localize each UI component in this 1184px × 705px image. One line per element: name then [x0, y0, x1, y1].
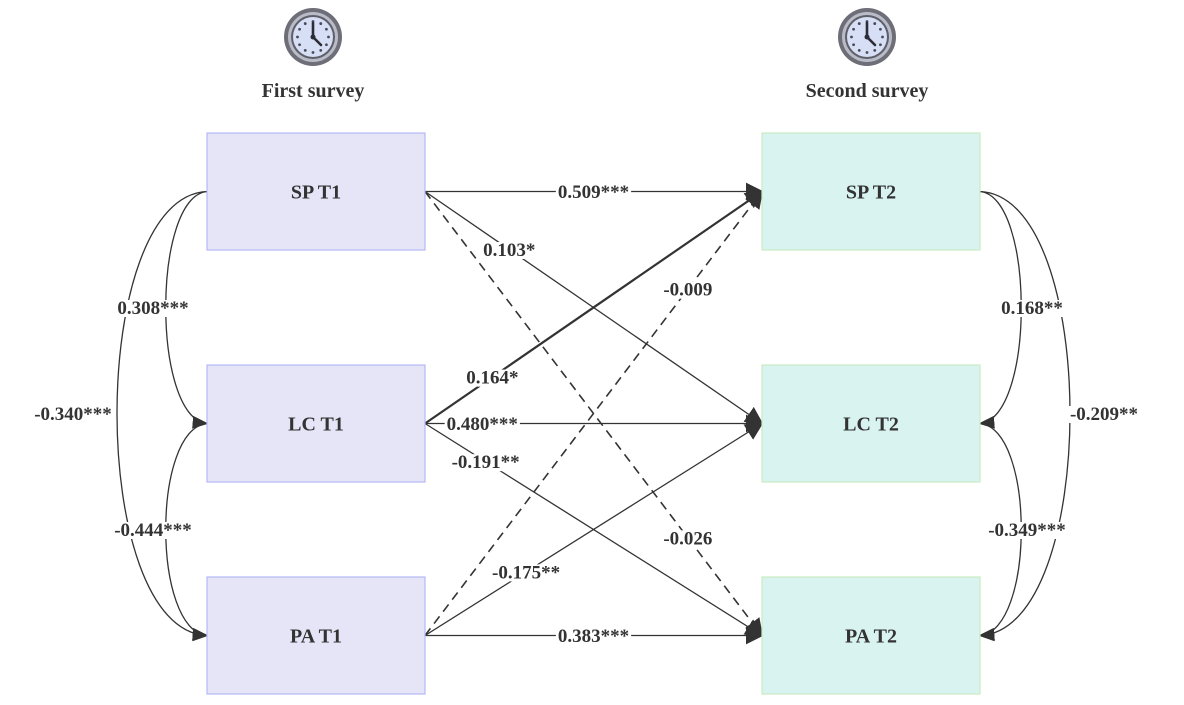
- clock-tick: [311, 51, 315, 54]
- correlation-coefficient: 0.168**: [999, 298, 1065, 319]
- clock-tick: [298, 27, 301, 31]
- correlation-coefficient: 0.308***: [115, 298, 191, 319]
- clock-tick: [296, 35, 299, 39]
- clock-tick: [881, 35, 884, 39]
- node-label: SP T1: [291, 182, 341, 204]
- coefficient-background: [464, 369, 521, 387]
- coefficient-text: -0.444***: [114, 520, 192, 541]
- node-spt1: SP T1: [206, 132, 426, 251]
- coefficient-text: 0.480***: [447, 414, 518, 435]
- coefficient-text: -0.349***: [988, 520, 1066, 541]
- node-spt2: SP T2: [761, 132, 981, 251]
- second-survey-header: Second survey: [806, 8, 929, 102]
- clock-tick: [325, 43, 328, 47]
- node-box: [761, 364, 981, 483]
- clock-icon: [284, 8, 342, 66]
- clock-tick: [879, 27, 882, 31]
- node-pat2: PA T2: [761, 576, 981, 695]
- path-coefficient: 0.480***: [444, 414, 520, 435]
- coefficient-text: 0.308***: [117, 298, 188, 319]
- path-coefficient: 0.164*: [464, 368, 521, 389]
- coefficient-background: [986, 522, 1068, 539]
- coefficient-background: [481, 242, 538, 259]
- coefficient-text: -0.175**: [492, 562, 560, 583]
- coefficient-text: 0.509***: [558, 182, 629, 203]
- node-lct2: LC T2: [761, 364, 981, 483]
- path-pat1-to-spt2: [424, 190, 764, 636]
- second-survey-label: Second survey: [806, 80, 929, 102]
- clock-tick: [325, 27, 328, 31]
- clock-tick: [303, 22, 307, 25]
- coefficient-background: [661, 530, 715, 548]
- correlation-spt2-pat2: [978, 190, 1071, 642]
- coefficient-background: [112, 522, 194, 539]
- coefficient-background: [32, 406, 114, 423]
- coefficient-background: [555, 628, 632, 645]
- clock-tick: [873, 49, 877, 52]
- path-coefficient: -0.009: [661, 280, 715, 301]
- correlation-coefficient: -0.340***: [32, 404, 114, 425]
- node-pat1: PA T1: [206, 576, 426, 695]
- correlation-spt1-pat1: [116, 190, 209, 642]
- node-label: SP T2: [846, 182, 896, 204]
- coefficient-background: [490, 564, 563, 582]
- clock-tick: [852, 27, 855, 31]
- path-coefficient: -0.026: [661, 528, 715, 549]
- clock-tick: [319, 22, 323, 25]
- clock-tick: [879, 43, 882, 47]
- coefficient-text: -0.026: [663, 528, 712, 549]
- coefficient-background: [999, 300, 1065, 317]
- clock-tick: [857, 22, 861, 25]
- node-box: [206, 364, 426, 483]
- path-pat1-to-lct2: [424, 422, 764, 637]
- coefficient-background: [444, 416, 520, 433]
- path-coefficient: -0.175**: [490, 562, 563, 583]
- path-coefficient: -0.191**: [449, 452, 522, 473]
- node-label: LC T2: [843, 414, 899, 436]
- clock-tick: [298, 43, 301, 47]
- first-survey-label: First survey: [262, 80, 365, 102]
- path-coefficient: 0.509***: [555, 182, 632, 203]
- clock-tick: [857, 49, 861, 52]
- clock-tick: [319, 49, 323, 52]
- correlation-coefficient: -0.444***: [112, 520, 194, 541]
- clock-tick: [850, 35, 853, 39]
- coefficient-text: 0.383***: [558, 626, 629, 647]
- coefficient-text: 0.103*: [483, 240, 535, 261]
- coefficient-text: 0.164*: [466, 368, 518, 389]
- clock-tick: [327, 35, 330, 39]
- node-label: PA T1: [290, 626, 342, 648]
- coefficient-text: -0.191**: [452, 452, 520, 473]
- clock-tick: [852, 43, 855, 47]
- path-coefficient: 0.103*: [481, 240, 538, 261]
- clock-icon: [838, 8, 896, 66]
- coefficient-text: -0.209**: [1070, 404, 1138, 425]
- clock-tick: [303, 49, 307, 52]
- coefficient-background: [555, 184, 632, 201]
- coefficient-text: 0.168**: [1001, 298, 1063, 319]
- correlation-coefficient: -0.209**: [1067, 404, 1141, 425]
- coefficient-background: [661, 281, 715, 299]
- node-label: LC T1: [288, 414, 344, 436]
- coefficient-text: -0.340***: [34, 404, 112, 425]
- correlation-coefficient: -0.349***: [986, 520, 1068, 541]
- coefficient-background: [115, 300, 191, 317]
- coefficient-text: -0.009: [663, 280, 712, 301]
- coefficient-background: [449, 454, 522, 472]
- clock-tick: [865, 51, 869, 54]
- path-coefficient: 0.383***: [555, 626, 632, 647]
- first-survey-header: First survey: [262, 8, 365, 102]
- coefficient-background: [1067, 406, 1141, 423]
- node-box: [761, 576, 981, 695]
- node-box: [206, 132, 426, 251]
- clock-tick: [873, 22, 877, 25]
- node-lct1: LC T1: [206, 364, 426, 483]
- node-box: [206, 576, 426, 695]
- node-box: [761, 132, 981, 251]
- node-label: PA T2: [845, 626, 897, 648]
